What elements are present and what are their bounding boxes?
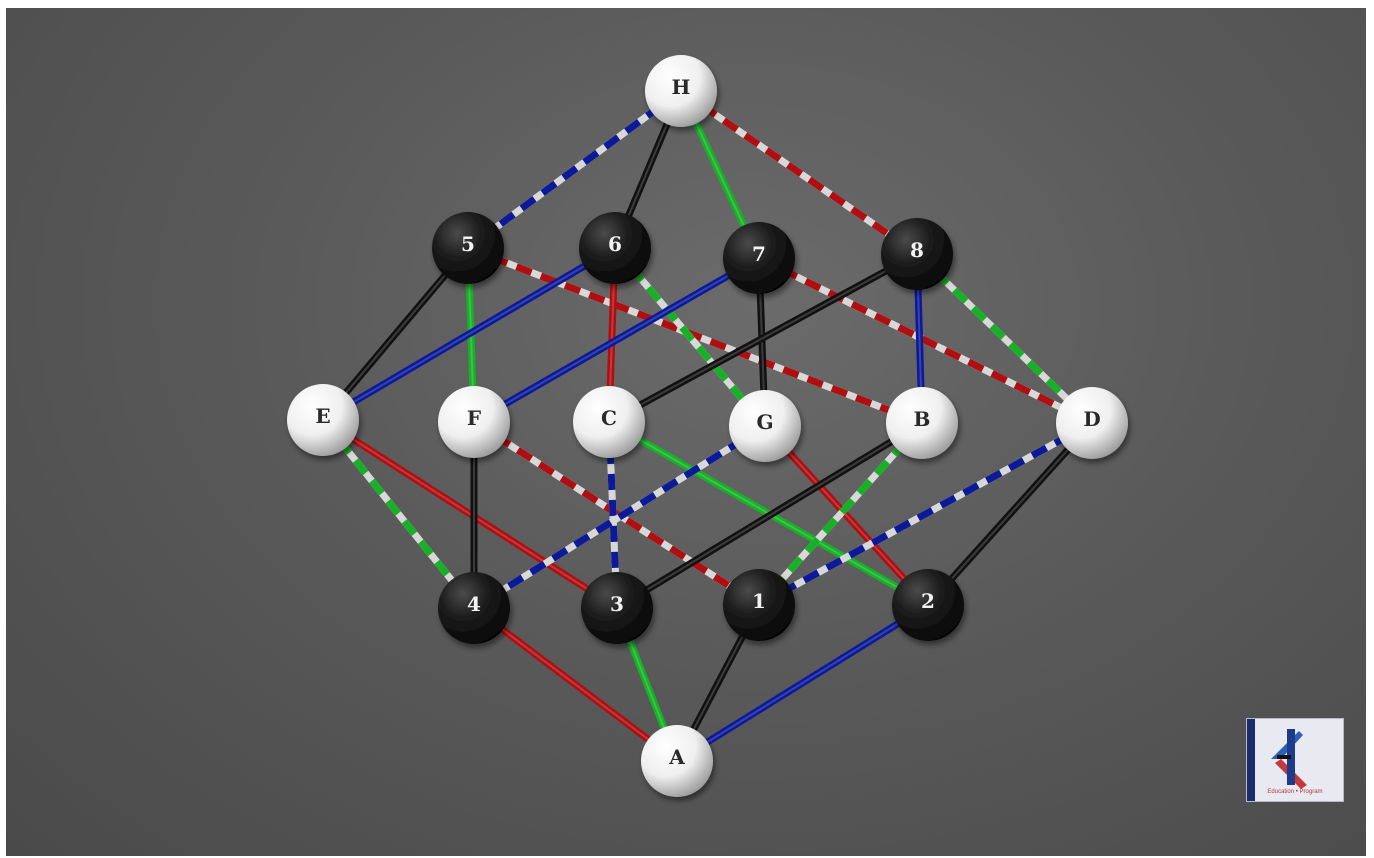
node-sphere xyxy=(579,212,651,284)
node-C: C xyxy=(573,386,645,458)
node-label: 7 xyxy=(752,242,766,266)
node-sphere xyxy=(438,572,510,644)
edge-4-A xyxy=(471,605,680,764)
edge-F-1 xyxy=(472,419,761,608)
node-label: 8 xyxy=(910,238,924,262)
node-sphere xyxy=(641,725,713,797)
edge-B-3 xyxy=(615,420,924,611)
node-sphere xyxy=(645,55,717,127)
node-label: C xyxy=(601,406,617,430)
node-3: 3 xyxy=(581,572,653,644)
node-G: G xyxy=(729,390,801,462)
node-sphere xyxy=(723,569,795,641)
node-sphere xyxy=(729,390,801,462)
node-B: B xyxy=(886,387,958,459)
edge-H-8 xyxy=(679,88,919,257)
logo-mark-icon xyxy=(1247,719,1307,801)
edge-D-1 xyxy=(757,419,1094,609)
edge-5-E xyxy=(320,245,471,423)
edge-2-A xyxy=(675,602,930,764)
node-4: 4 xyxy=(438,572,510,644)
node-label: 3 xyxy=(610,592,624,616)
node-1: 1 xyxy=(723,569,795,641)
node-label: 4 xyxy=(467,592,481,616)
edge-G-4 xyxy=(472,423,767,611)
node-sphere xyxy=(723,222,795,294)
node-E: E xyxy=(287,384,359,456)
edge-8-D xyxy=(914,251,1095,426)
node-label: B xyxy=(914,407,931,431)
hypercube-graph: H 5 6 7 8E F C G B D 4 3 1 2A xyxy=(287,55,1128,797)
nodes-layer: H 5 6 7 8E F C G B D 4 3 1 2A xyxy=(287,55,1128,797)
edge-7-F xyxy=(472,254,761,426)
node-label: 1 xyxy=(752,589,766,613)
node-2: 2 xyxy=(892,569,964,641)
node-sphere xyxy=(1056,387,1128,459)
edge-G-2 xyxy=(762,423,931,608)
node-sphere xyxy=(881,218,953,290)
node-8: 8 xyxy=(881,218,953,290)
node-sphere xyxy=(581,572,653,644)
node-D: D xyxy=(1056,387,1128,459)
edge-E-3 xyxy=(321,417,619,611)
node-label: D xyxy=(1083,407,1100,431)
edge-6-E xyxy=(321,244,617,424)
edge-7-D xyxy=(757,254,1094,427)
node-label: 5 xyxy=(461,232,475,256)
node-label: 6 xyxy=(608,232,622,256)
node-sphere xyxy=(287,384,359,456)
node-A: A xyxy=(641,725,713,797)
node-sphere xyxy=(432,212,504,284)
node-label: G xyxy=(756,410,773,434)
node-sphere xyxy=(573,386,645,458)
node-6: 6 xyxy=(579,212,651,284)
edge-E-4 xyxy=(320,417,477,611)
edge-D-2 xyxy=(925,420,1095,608)
node-label: F xyxy=(467,406,481,430)
logo-caption: Education • Program xyxy=(1267,789,1323,795)
edge-6-G xyxy=(612,245,768,429)
edge-5-B xyxy=(466,244,924,427)
brand-logo: Education • Program xyxy=(1246,718,1344,802)
edge-B-1 xyxy=(756,420,925,608)
node-label: 2 xyxy=(921,589,935,613)
edges-layer xyxy=(320,88,1095,764)
node-sphere xyxy=(886,387,958,459)
edge-H-5 xyxy=(465,88,684,251)
node-5: 5 xyxy=(432,212,504,284)
node-F: F xyxy=(438,386,510,458)
node-sphere xyxy=(438,386,510,458)
node-label: E xyxy=(315,404,330,428)
node-sphere xyxy=(892,569,964,641)
node-H: H xyxy=(645,55,717,127)
node-7: 7 xyxy=(723,222,795,294)
node-label: A xyxy=(668,745,685,769)
node-label: H xyxy=(672,75,691,99)
edge-8-C xyxy=(607,250,919,426)
